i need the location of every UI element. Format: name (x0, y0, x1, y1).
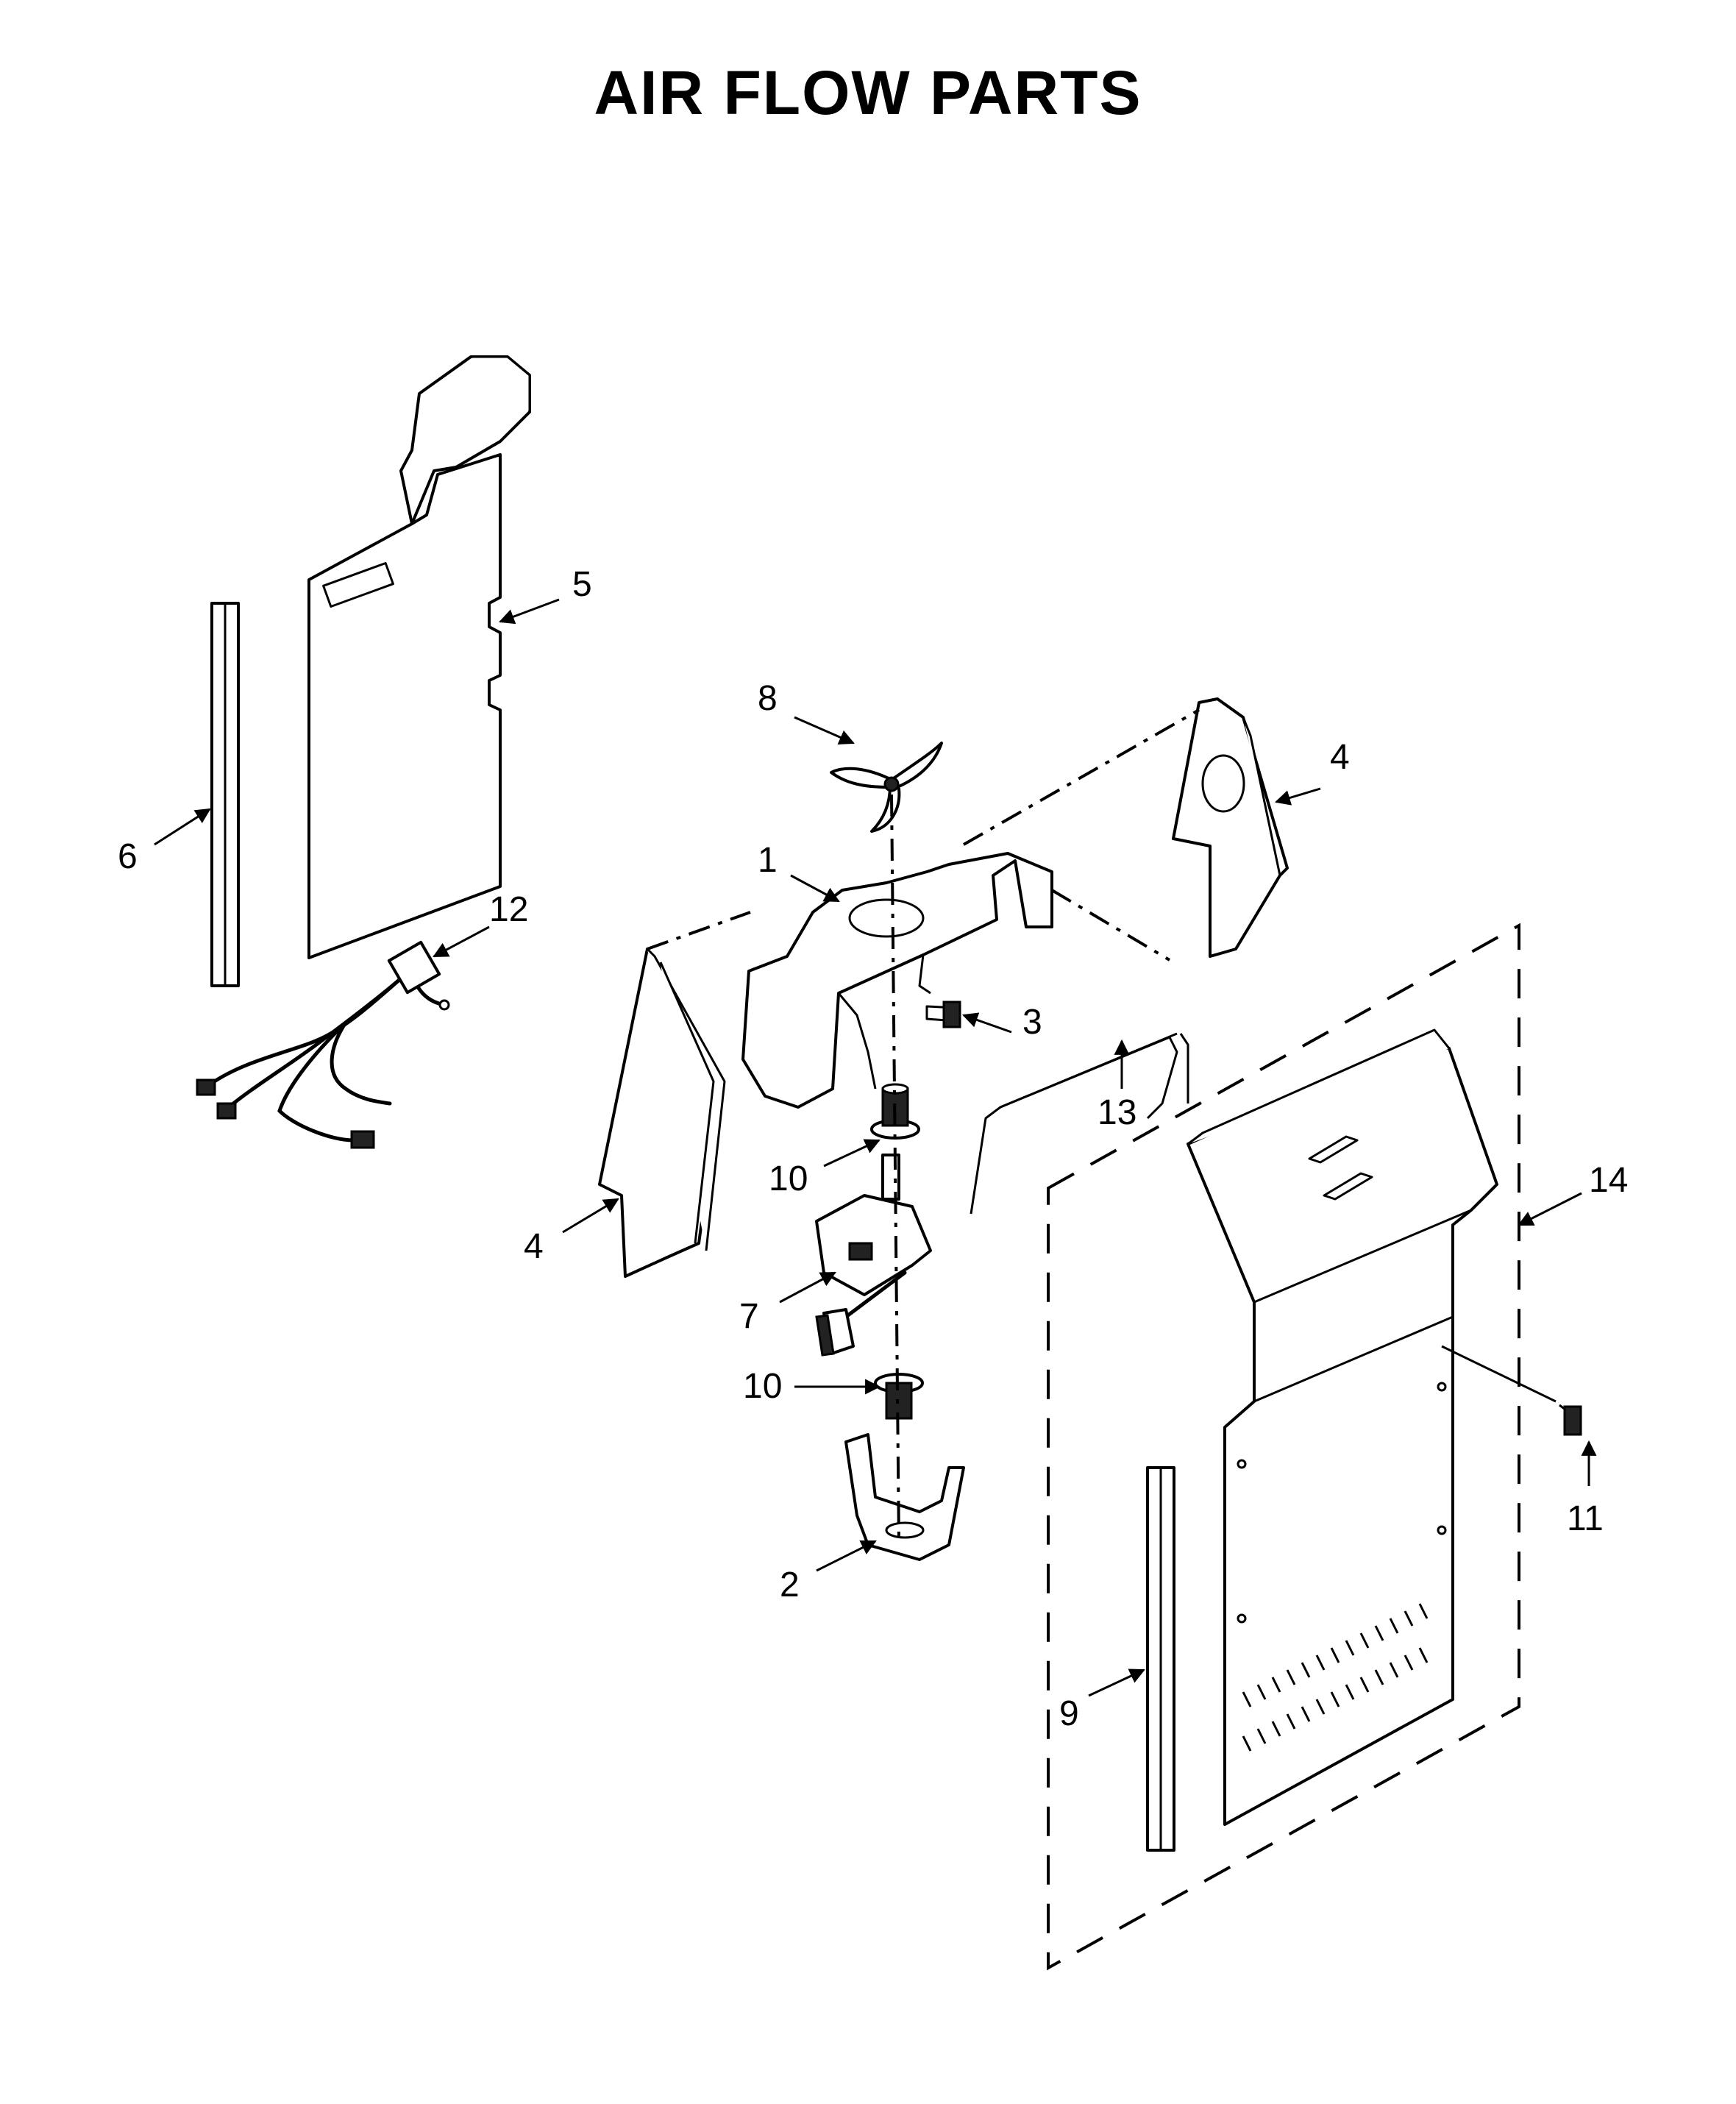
callout-13: 13 (1098, 1093, 1136, 1132)
callout-5: 5 (572, 565, 592, 604)
baffle-4-left (598, 948, 726, 1278)
callout-3: 3 (1022, 1003, 1042, 1042)
callout-4-right: 4 (1330, 738, 1350, 777)
callout-7: 7 (739, 1297, 759, 1336)
seal-strip-9 (1146, 1466, 1175, 1852)
seal-strip-6 (210, 602, 240, 987)
callout-10-upper: 10 (769, 1159, 808, 1198)
callout-9: 9 (1059, 1694, 1079, 1733)
diagram-title: AIR FLOW PARTS (594, 58, 1142, 127)
callout-4-left: 4 (524, 1227, 544, 1266)
callout-12: 12 (489, 890, 528, 929)
motor-bracket-2 (844, 1433, 965, 1561)
assembly-outline-14 (1047, 923, 1520, 1971)
callout-10-lower: 10 (743, 1367, 782, 1406)
callout-leaders (154, 598, 1597, 1697)
wire-retainer-13 (970, 1032, 1189, 1215)
wire-harness-12 (196, 940, 450, 1149)
baffle-4-right (1172, 697, 1289, 958)
callout-11: 11 (1567, 1499, 1604, 1538)
callout-labels: 5 6 8 1 4 12 3 13 10 4 7 14 10 11 2 9 (118, 565, 1628, 1733)
callout-8: 8 (758, 679, 778, 718)
fan-blade-8 (830, 742, 943, 833)
fan-motor-7 (815, 1154, 932, 1357)
alignment-lines (647, 708, 1200, 1542)
grommet-10-lower (874, 1373, 924, 1420)
callout-6: 6 (118, 837, 138, 876)
screw-11 (1559, 1404, 1582, 1436)
callout-2: 2 (780, 1565, 800, 1604)
rear-panel-14 (1187, 1028, 1557, 1826)
screw-3 (925, 1001, 961, 1028)
callout-1: 1 (758, 841, 778, 880)
callout-14: 14 (1589, 1161, 1628, 1200)
fan-shroud-1 (741, 852, 1053, 1109)
duct-cover-5 (307, 355, 531, 959)
